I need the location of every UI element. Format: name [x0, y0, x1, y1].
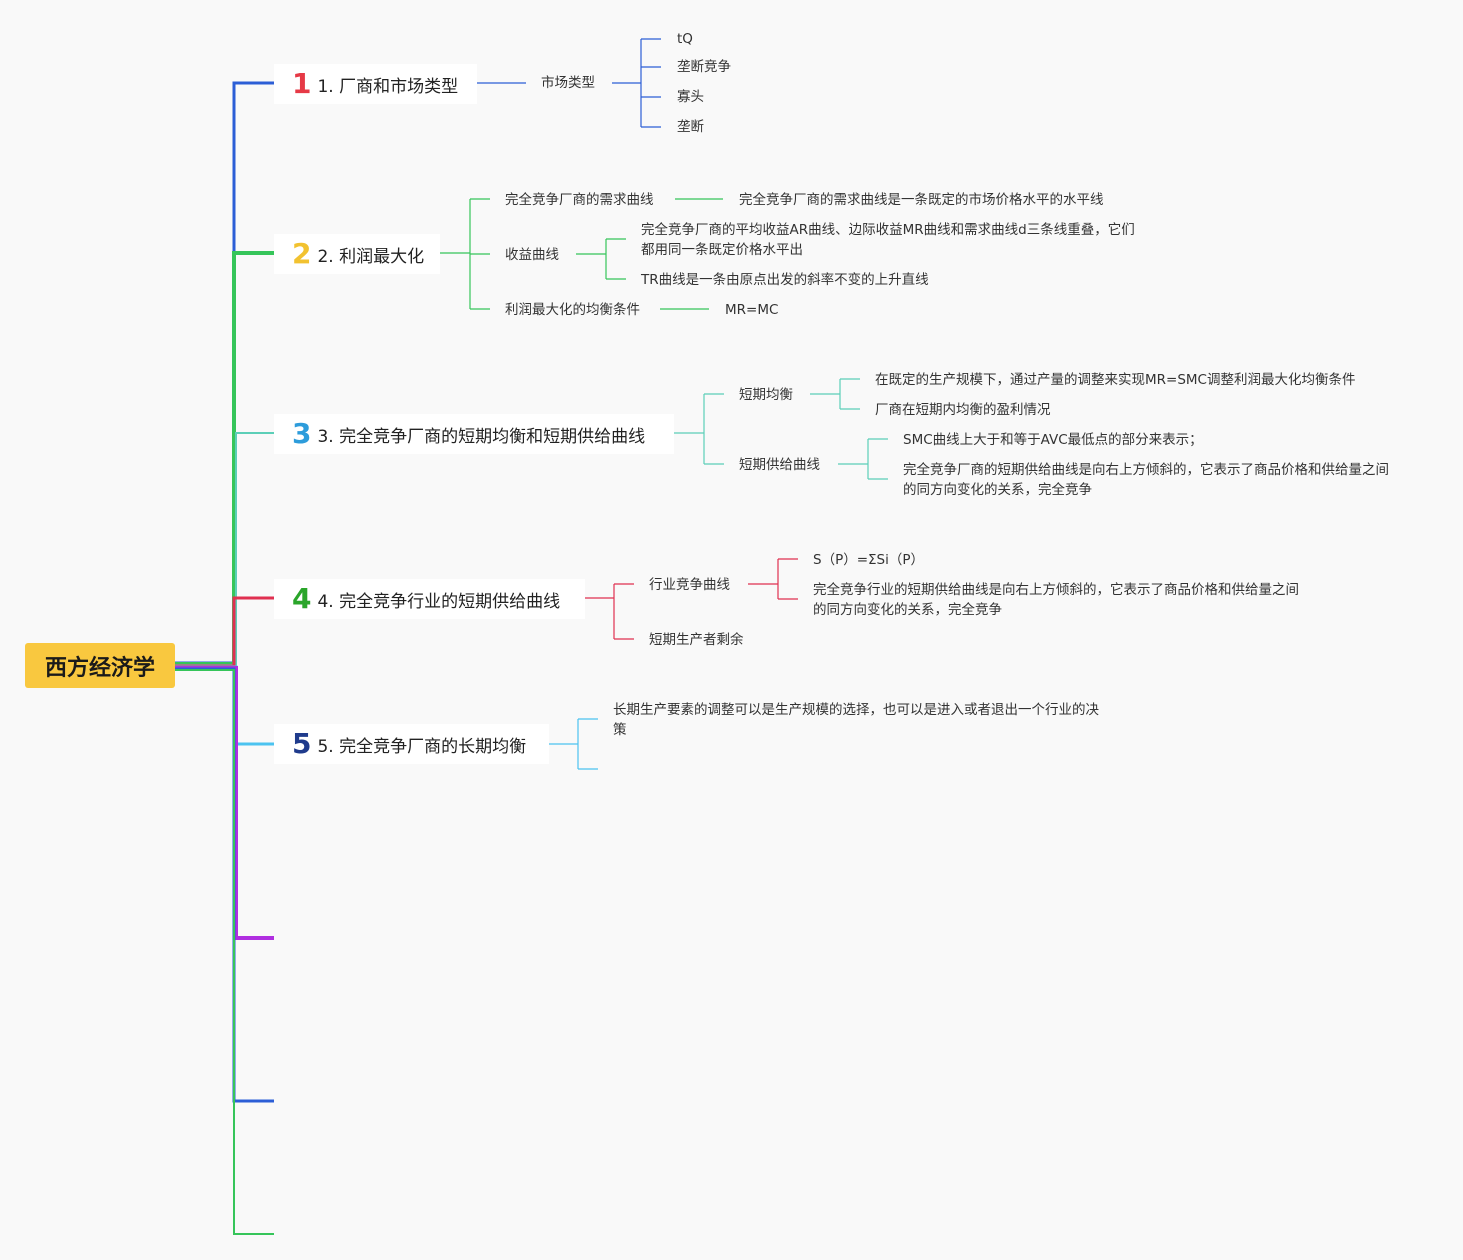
topic-short-run-supply-curve[interactable]: 短期供给曲线: [739, 457, 820, 473]
trunk-branch-5: [175, 665, 274, 746]
connector-b1-leaves: [612, 38, 661, 128]
branch-number-1: 1: [292, 67, 312, 100]
leaf-firm-supply-slope[interactable]: 完全竞争厂商的短期供给曲线是向右上方倾斜的，它表示了商品价格和供给量之间的同方向…: [903, 462, 1389, 498]
topic-long-run-adjustment[interactable]: 长期生产要素的调整可以是生产规模的选择，也可以是进入或者退出一个行业的决策: [613, 702, 1099, 738]
root-node[interactable]: 西方经济学: [25, 643, 175, 688]
connector-b4-topics: [585, 583, 634, 640]
branch-label-2: 2. 利润最大化: [317, 246, 425, 267]
leaf-ar-mr-d-overlap[interactable]: 完全竞争厂商的平均收益AR曲线、边际收益MR曲线和需求曲线d三条线重叠，它们都用…: [641, 222, 1135, 258]
topic-equilibrium-condition[interactable]: 利润最大化的均衡条件: [505, 302, 640, 318]
leaf-supply-sum[interactable]: S（P）=ΣSi（P）: [813, 552, 925, 568]
branch-node-1[interactable]: 1 1. 厂商和市场类型: [274, 64, 477, 104]
branch-number-4: 4: [292, 582, 312, 615]
leaf-oligopoly[interactable]: 寡头: [677, 89, 704, 105]
trunk-empty-branch-7: [175, 667, 274, 1103]
topic-revenue-curve[interactable]: 收益曲线: [505, 247, 559, 263]
topic-industry-curve[interactable]: 行业竞争曲线: [649, 577, 730, 593]
connector-b2-topics: [440, 198, 490, 310]
leaf-tr-curve[interactable]: TR曲线是一条由原点出发的斜率不变的上升直线: [641, 272, 929, 288]
branch-node-3[interactable]: 3 3. 完全竞争厂商的短期均衡和短期供给曲线: [274, 414, 674, 454]
branch-label-4: 4. 完全竞争行业的短期供给曲线: [317, 591, 561, 612]
branch-node-5[interactable]: 5 5. 完全竞争厂商的长期均衡: [274, 724, 549, 764]
branch-number-3: 3: [292, 417, 312, 450]
topic-short-run-equilibrium[interactable]: 短期均衡: [739, 387, 793, 403]
connector-b4-industry: [748, 558, 798, 600]
branch-number-2: 2: [292, 237, 312, 270]
leaf-tq[interactable]: tQ: [677, 31, 693, 47]
trunk-branch-2: [175, 251, 274, 666]
connector-b3-topics: [674, 393, 724, 465]
leaf-mr-mc[interactable]: MR=MC: [725, 302, 779, 318]
root-label: 西方经济学: [44, 655, 155, 681]
leaf-monopolistic-competition[interactable]: 垄断竞争: [677, 59, 731, 75]
branch-node-4[interactable]: 4 4. 完全竞争行业的短期供给曲线: [274, 579, 585, 619]
branch-label-1: 1. 厂商和市场类型: [317, 76, 459, 97]
leaf-smc-avc[interactable]: SMC曲线上大于和等于AVC最低点的部分来表示；: [903, 432, 1203, 448]
connector-b2-revenue: [576, 238, 626, 280]
connector-b3-equilibrium: [810, 378, 860, 410]
branch-label-5: 5. 完全竞争厂商的长期均衡: [317, 736, 527, 757]
leaf-profit-situation[interactable]: 厂商在短期内均衡的盈利情况: [875, 402, 1051, 418]
connector-b5-topic: [549, 718, 598, 770]
trunk-branch-4: [175, 596, 274, 668]
trunk-branch-1: [175, 81, 274, 665]
branch-node-2[interactable]: 2 2. 利润最大化: [274, 234, 440, 274]
trunk-branch-3: [175, 432, 274, 666]
branch-label-3: 3. 完全竞争厂商的短期均衡和短期供给曲线: [317, 426, 646, 447]
topic-market-types[interactable]: 市场类型: [541, 75, 595, 91]
branch-number-5: 5: [292, 727, 312, 760]
connector-b3-supply: [838, 438, 888, 480]
topic-demand-curve[interactable]: 完全竞争厂商的需求曲线: [505, 192, 654, 208]
leaf-industry-supply-slope[interactable]: 完全竞争行业的短期供给曲线是向右上方倾斜的，它表示了商品价格和供给量之间的同方向…: [813, 582, 1299, 618]
leaf-monopoly[interactable]: 垄断: [677, 119, 704, 135]
leaf-mr-smc[interactable]: 在既定的生产规模下，通过产量的调整来实现MR=SMC调整利润最大化均衡条件: [875, 372, 1356, 388]
leaf-demand-curve-desc[interactable]: 完全竞争厂商的需求曲线是一条既定的市场价格水平的水平线: [739, 192, 1104, 208]
topic-producer-surplus[interactable]: 短期生产者剩余: [649, 632, 744, 648]
trunk-empty-branch-6: [175, 666, 274, 940]
trunk-empty-branch-8: [175, 669, 274, 1235]
